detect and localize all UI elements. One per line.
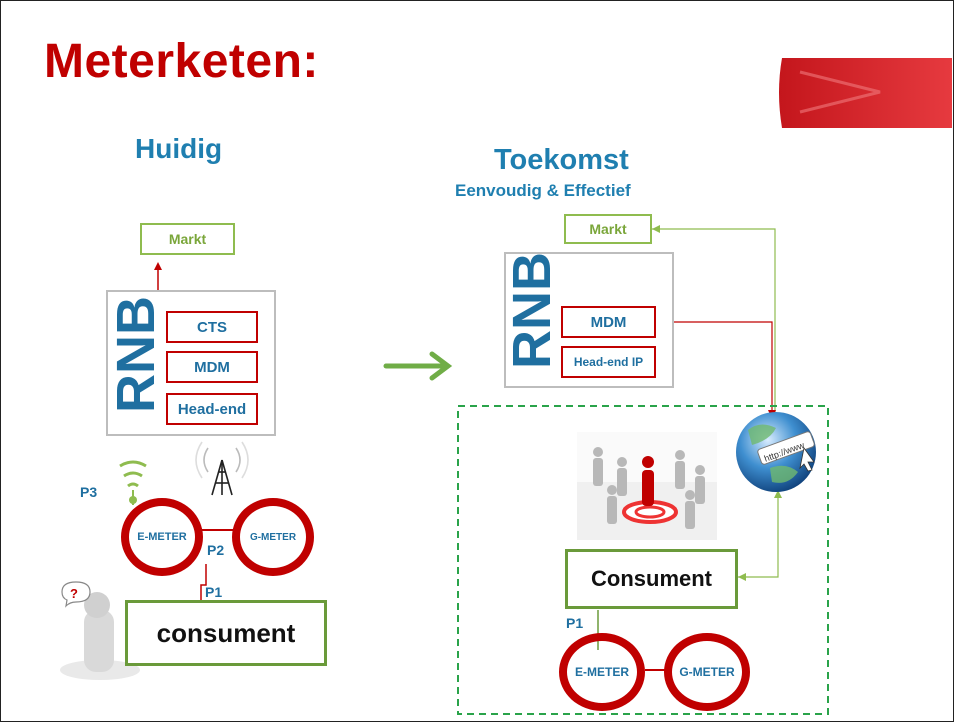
gmeter-label-current: G-METER [249,531,297,543]
headend-box-current: Head-end [166,393,258,425]
consumer-domain-boundary [457,405,829,715]
globe-icon: http://www [736,412,816,492]
target-figures-image [577,432,717,540]
p1-label-future: P1 [566,615,584,631]
gmeter-label-future: G-METER [679,665,735,679]
current-heading: Huidig [135,133,223,164]
antenna-tower-icon [195,441,249,496]
brand-swoosh-icon [779,58,952,128]
transition-arrow-icon [383,351,453,381]
p3-label: P3 [80,484,98,500]
slide-title: Meterketen: [44,35,319,88]
wifi-icon [119,460,147,488]
market-box-future: Markt [564,214,652,244]
p2-label: P2 [207,542,225,558]
rnb-label-current: RNB [106,296,166,413]
future-heading: Toekomst [494,144,629,176]
emeter-label-future: E-METER [575,665,629,679]
thinking-person-icon: ? [60,581,140,680]
market-box-current: Markt [140,223,235,255]
svg-text:?: ? [70,586,78,601]
gmeter-ring-current: G-METER [232,498,314,576]
headend-ip-box: Head-end IP [561,346,656,378]
cts-box: CTS [166,311,258,343]
emeter-ring-current: E-METER [121,498,203,576]
gmeter-ring-future: G-METER [664,633,750,711]
emeter-label-current: E-METER [137,531,187,543]
emeter-ring-future: E-METER [559,633,645,711]
mdm-box-current: MDM [166,351,258,383]
consumer-box-current: consument [125,600,327,666]
consumer-box-future: Consument [565,549,738,609]
rnb-label-future: RNB [502,252,562,369]
mdm-box-future: MDM [561,306,656,338]
p1-label-current: P1 [205,584,223,600]
future-subheading: Eenvoudig & Effectief [455,181,631,200]
